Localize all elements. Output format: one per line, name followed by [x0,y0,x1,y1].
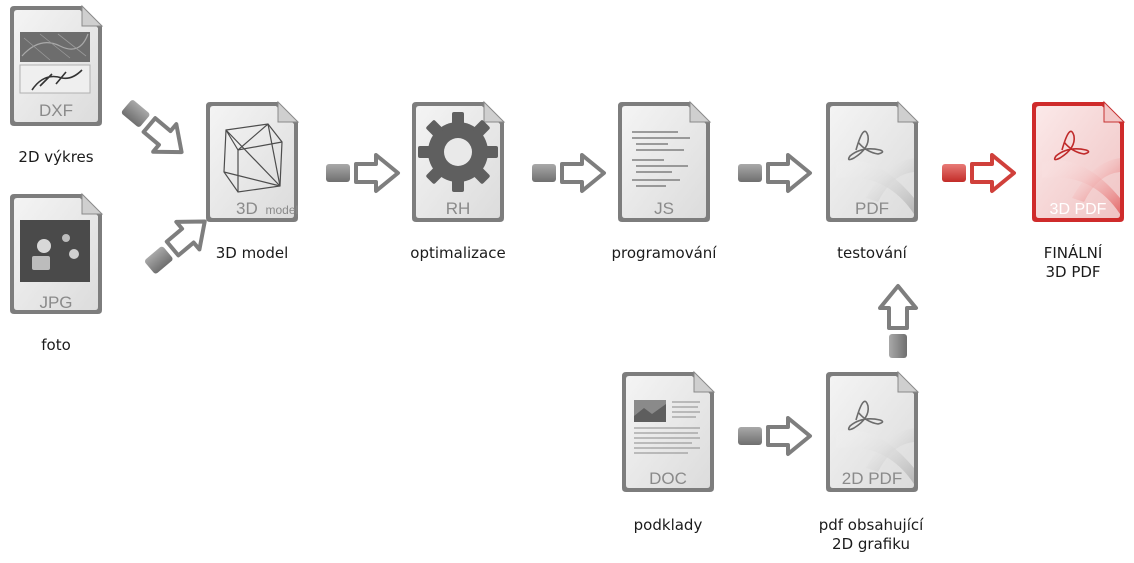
2d-pdf-file-icon: 2D PDF [825,371,919,493]
dxf-drawing-file-icon: DXF [9,5,103,127]
2d-pdf-tag: 2D PDF [842,469,902,488]
rh-tag: RH [446,199,471,218]
arrow-2dpdf-to-pdf [878,284,918,360]
caption-model: 3D model [215,244,289,262]
arrow-pdf-to-final [940,153,1016,193]
jpg-photo-file-icon: JPG [9,193,103,315]
arrow-doc-to-2dpdf [736,416,812,456]
final-3d-pdf-file-icon: 3D PDF [1031,101,1125,223]
model-tag-small: model [265,203,298,217]
arrow-rh-to-js [530,153,606,193]
caption-js: programování [611,244,717,262]
pdf-tag: PDF [855,199,889,218]
model-tag-main: 3D [236,199,258,218]
arrow-model-to-rh [324,153,400,193]
arrow-dxf-to-model [112,90,196,168]
caption-rh: optimalizace [410,244,506,262]
javascript-code-file-icon: JS [617,101,711,223]
caption-doc: podklady [633,516,703,534]
caption-final: FINÁLNÍ 3D PDF [1043,244,1103,281]
caption-dxf: 2D výkres [18,148,94,166]
caption-2d-pdf: pdf obsahující 2D grafiku [818,516,924,553]
arrow-js-to-pdf [736,153,812,193]
rhino-gear-file-icon: RH [411,101,505,223]
svg-text:3D model: 3D model [236,199,298,218]
dxf-tag: DXF [39,101,73,120]
caption-pdf: testování [837,244,907,262]
js-tag: JS [654,199,674,218]
jpg-tag: JPG [39,293,72,312]
final-tag: 3D PDF [1050,201,1107,218]
doc-tag: DOC [649,469,687,488]
doc-file-icon: DOC [621,371,715,493]
caption-jpg: foto [41,336,71,354]
3d-model-file-icon: 3D model [205,101,299,223]
pdf-file-icon: PDF [825,101,919,223]
